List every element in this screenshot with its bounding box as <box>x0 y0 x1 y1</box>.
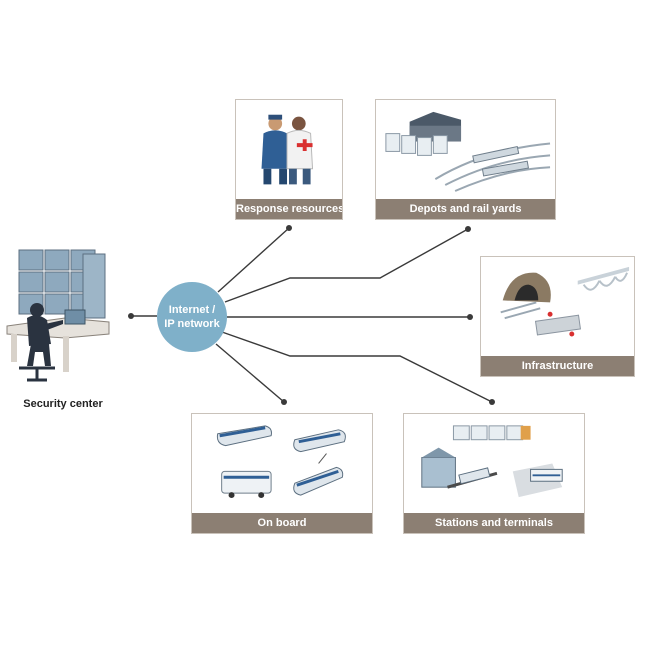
depots-rail-yards-label: Depots and rail yards <box>376 199 555 219</box>
responders-icon <box>261 114 314 185</box>
endpoint-dot <box>286 225 292 231</box>
security-center-label: Security center <box>23 398 103 410</box>
stations-terminals-label: Stations and terminals <box>404 513 584 533</box>
panel-response-resources[interactable]: Response resources <box>235 99 343 220</box>
on-board-label: On board <box>192 513 372 533</box>
endpoint-dot <box>489 399 495 405</box>
panel-on-board[interactable]: On board <box>191 413 373 534</box>
endpoint-dot <box>281 399 287 405</box>
link-response-resources <box>217 227 290 293</box>
internet-ip-network-hub: Internet / IP network <box>157 282 227 352</box>
response-resources-label: Response resources <box>236 199 342 219</box>
panel-infrastructure[interactable]: Infrastructure <box>480 256 635 377</box>
endpoint-dot <box>128 313 134 319</box>
link-depots <box>224 228 469 303</box>
security-center-icon <box>6 249 110 382</box>
rail-yard-icon <box>385 111 551 192</box>
endpoint-dot <box>465 226 471 232</box>
link-on-board <box>215 343 285 403</box>
infrastructure-label: Infrastructure <box>481 356 634 376</box>
endpoint-dot <box>467 314 473 320</box>
hub-label-line2: IP network <box>164 318 220 330</box>
link-stations <box>221 331 493 403</box>
tunnel-bridge-icon <box>500 266 630 337</box>
vehicles-icon <box>216 425 346 499</box>
panel-stations-terminals[interactable]: Stations and terminals <box>403 413 585 534</box>
hub-label-line1: Internet / <box>168 304 216 316</box>
panel-depots-rail-yards[interactable]: Depots and rail yards <box>375 99 556 220</box>
station-icon <box>421 425 563 498</box>
